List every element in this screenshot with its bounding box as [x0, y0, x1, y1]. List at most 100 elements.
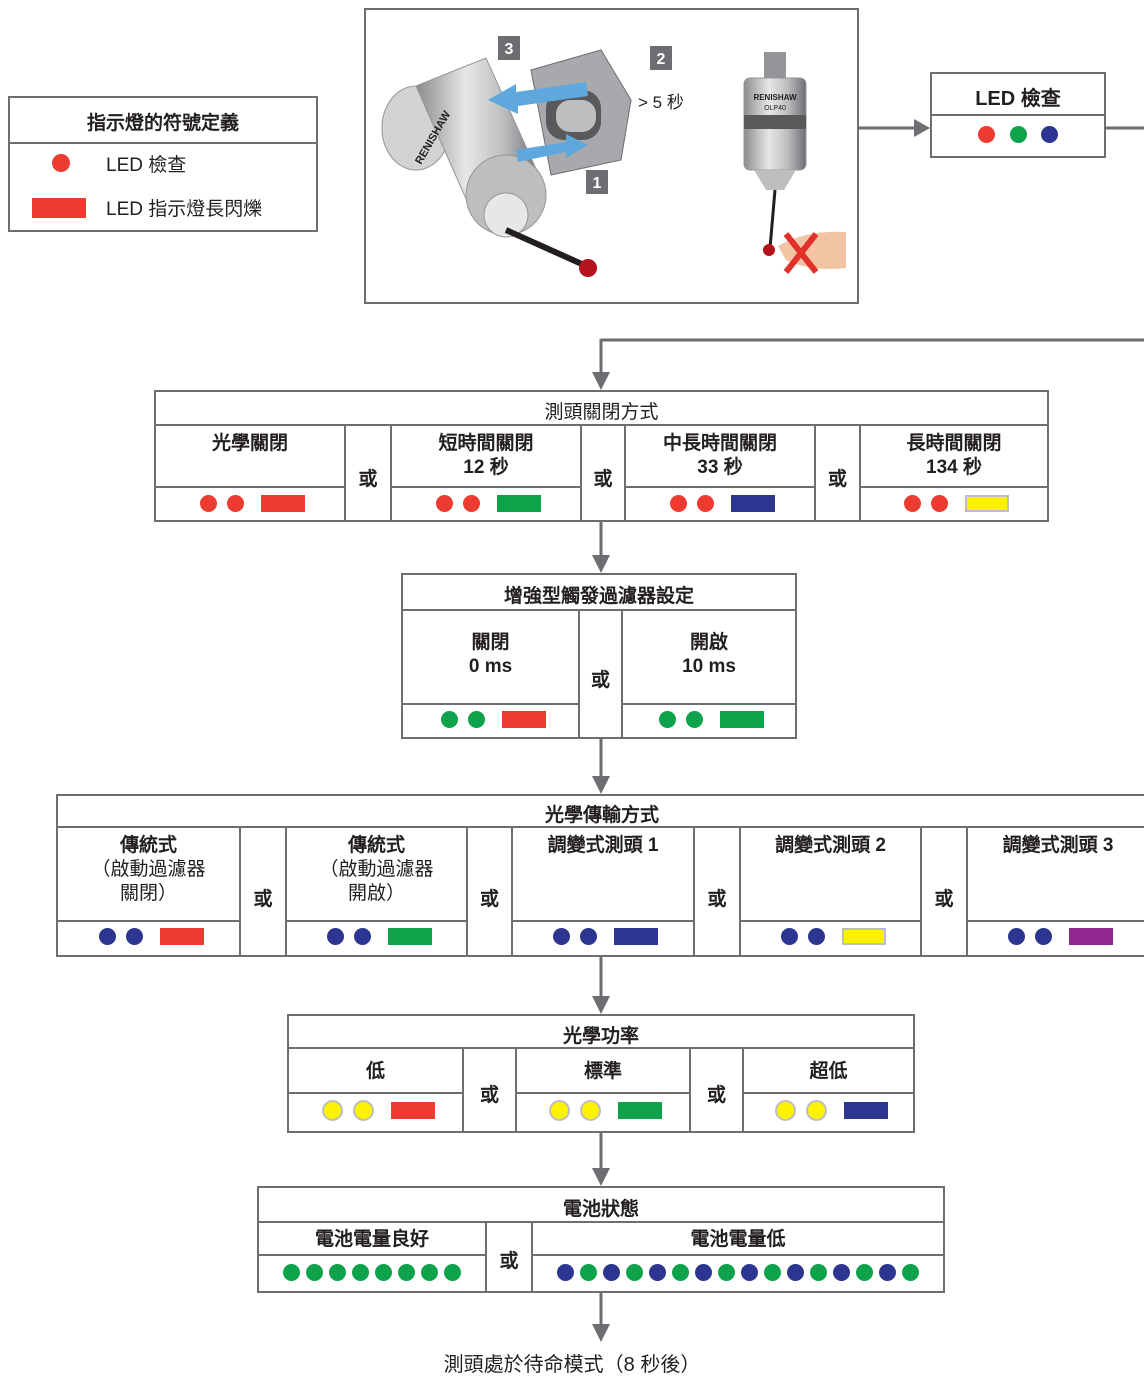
led-dot — [283, 1264, 300, 1282]
led-check-box: LED 檢查 — [930, 72, 1106, 158]
led-dot — [1040, 126, 1058, 144]
led-check-title: LED 檢查 — [975, 88, 1061, 110]
or-label: 或 — [707, 889, 727, 910]
led-sequence — [403, 705, 578, 735]
led-sequence — [861, 489, 1047, 519]
cross-icon — [783, 232, 819, 274]
led-dot — [879, 1264, 896, 1282]
or-label: 或 — [934, 889, 954, 910]
led-dot — [549, 1100, 570, 1122]
led-sequence — [156, 489, 344, 519]
transmission-option-modulated-3: 調變式測頭 3 — [1002, 835, 1114, 856]
led-bar — [841, 928, 886, 946]
led-dot — [553, 928, 570, 946]
led-dot — [463, 495, 480, 513]
led-dot — [833, 1264, 850, 1282]
legend-title: 指示燈的符號定義 — [86, 113, 239, 134]
step-2-label: 2 — [657, 51, 666, 68]
led-dot — [200, 495, 217, 513]
led-bar — [390, 1102, 435, 1120]
led-dot — [904, 495, 921, 513]
led-dot — [805, 1100, 827, 1122]
led-dot — [444, 1264, 461, 1282]
legend-bar-icon — [32, 198, 86, 218]
led-bar — [387, 928, 432, 946]
led-dot — [649, 1264, 666, 1282]
led-dot — [659, 711, 676, 729]
optical-power-panel: 光學功率 低 標準 超低 或 或 — [287, 1014, 915, 1133]
battery-low-dots — [533, 1258, 943, 1288]
legend-box: 指示燈的符號定義 LED 檢查 LED 指示燈長閃爍 — [8, 96, 318, 232]
led-dot — [421, 1264, 438, 1282]
transmission-title: 光學傳輸方式 — [544, 805, 659, 826]
led-dot — [807, 928, 825, 946]
led-dot — [580, 1264, 597, 1282]
led-dot — [1035, 928, 1052, 946]
probe-illustration: RENISHAW 3 2 1 > 5 秒 RENISHAW OLP40 — [364, 8, 859, 304]
led-dot — [686, 711, 703, 729]
led-bar — [618, 1102, 662, 1120]
optical-power-title: 光學功率 — [562, 1026, 639, 1047]
led-bar — [720, 711, 764, 729]
or-label: 或 — [479, 889, 499, 910]
legend-dot-icon — [52, 154, 70, 172]
insert-arrow-icon — [516, 134, 588, 162]
probe-vertical-icon: RENISHAW OLP40 — [743, 52, 807, 256]
legend-dot-label: LED 檢查 — [106, 155, 187, 176]
led-dot — [436, 495, 453, 513]
switch-off-option-optical: 光學關閉 — [211, 433, 288, 454]
model-label: OLP40 — [764, 105, 786, 112]
probe-body-icon: RENISHAW — [381, 57, 597, 277]
led-dot — [440, 711, 458, 729]
hold-time-label: > 5 秒 — [638, 93, 684, 112]
led-bar — [497, 495, 541, 513]
led-bar — [501, 711, 546, 729]
led-sequence — [744, 1096, 913, 1126]
or-label: 或 — [253, 889, 273, 910]
led-dot — [764, 1264, 781, 1282]
remove-arrow-icon — [488, 82, 588, 114]
led-dot — [398, 1264, 415, 1282]
led-dot — [557, 1264, 574, 1282]
led-dot — [697, 495, 714, 513]
or-label: 或 — [590, 670, 610, 691]
power-option-ultra-low: 超低 — [809, 1061, 848, 1082]
battery-good-dots — [259, 1258, 485, 1288]
led-bar — [843, 1102, 888, 1120]
led-sequence — [517, 1096, 689, 1126]
step-3-label: 3 — [505, 41, 514, 58]
led-dot — [306, 1264, 323, 1282]
led-dot — [787, 1264, 804, 1282]
transmission-panel: 光學傳輸方式 傳統式 （啟動過濾器 關閉） 傳統式 （啟動過濾器 開啟） 調變式… — [56, 794, 1144, 957]
led-dot — [672, 1264, 689, 1282]
led-dot — [856, 1264, 873, 1282]
led-dot — [580, 1100, 601, 1122]
led-check-dots — [932, 120, 1104, 150]
led-dot — [774, 1100, 796, 1122]
step-1-label: 1 — [593, 175, 602, 192]
led-bar — [1069, 928, 1113, 946]
led-dot — [718, 1264, 735, 1282]
led-dot — [1009, 126, 1027, 144]
led-sequence — [968, 922, 1144, 952]
trigger-filter-title: 增強型觸發過濾器設定 — [503, 586, 694, 607]
led-dot — [780, 928, 798, 946]
or-label: 或 — [827, 469, 847, 490]
led-dot — [1008, 928, 1025, 946]
transmission-option-legacy-off: 傳統式 （啟動過濾器 關閉） — [91, 835, 206, 904]
led-sequence — [289, 1096, 462, 1126]
or-label: 或 — [706, 1085, 726, 1106]
svg-text:RENISHAW: RENISHAW — [753, 93, 797, 102]
switch-off-title: 測頭關閉方式 — [544, 402, 659, 423]
led-dot — [321, 1100, 343, 1122]
or-label: 或 — [593, 469, 613, 490]
led-bar — [261, 495, 305, 513]
transmission-option-legacy-on: 傳統式 （啟動過濾器 開啟） — [319, 835, 434, 904]
led-dot — [98, 928, 116, 946]
